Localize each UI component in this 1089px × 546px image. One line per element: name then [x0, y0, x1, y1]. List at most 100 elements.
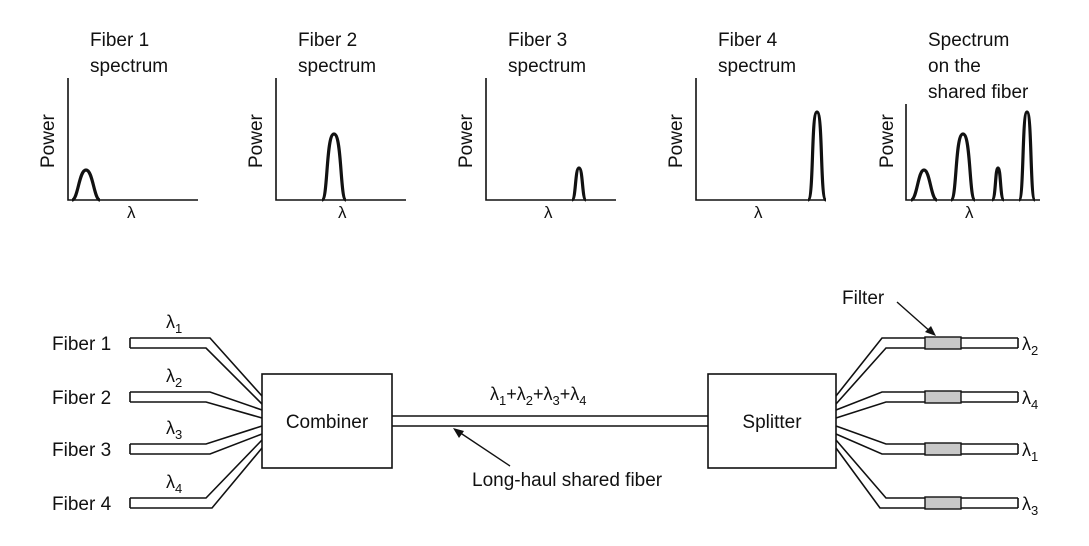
long-haul-label: Long-haul shared fiber [472, 470, 663, 491]
spectrum-axes [485, 78, 616, 201]
input-fiber-1: Fiber 1 λ1 [52, 312, 263, 405]
spectrum-panel-fiber-1: Fiber 1 spectrum Power λ [38, 30, 198, 222]
wavelength-filter [924, 390, 962, 404]
filter-label: Filter [842, 288, 885, 309]
spectrum-axes [905, 104, 1040, 201]
output-fiber-3: λ1 [835, 425, 1038, 464]
fiber-strand-upper [130, 391, 263, 411]
spectrum-peak [806, 110, 828, 202]
long-haul-pointer-arrowhead [453, 428, 464, 438]
input-fiber-3: Fiber 3 λ3 [52, 418, 263, 461]
fiber-strand-upper [130, 439, 263, 499]
fiber-strand-upper [835, 337, 1018, 397]
fiber-strand-lower [835, 433, 1018, 455]
fiber-strand-lower [130, 433, 263, 455]
output-fiber-2: λ4 [835, 388, 1038, 419]
spectrum-title-line1: Fiber 4 [718, 30, 778, 51]
spectrum-title-line2: spectrum [90, 56, 168, 77]
y-axis-label: Power [456, 113, 477, 168]
combiner-box [261, 373, 393, 469]
fiber-strand-upper [130, 337, 263, 397]
x-axis-label: λ [965, 203, 974, 222]
output-wavelength-label: λ1 [1022, 440, 1038, 464]
spectrum-axes [67, 78, 198, 201]
output-wavelength-label: λ3 [1022, 494, 1038, 518]
input-fiber-label: Fiber 3 [52, 440, 111, 461]
spectrum-title-line2: on the [928, 56, 981, 77]
input-fiber-4: Fiber 4 λ4 [52, 439, 263, 515]
fiber-strand-lower [130, 447, 263, 509]
spectrum-axes [695, 78, 826, 201]
lambda-symbol: λ [166, 418, 175, 438]
spectrum-peak [71, 168, 101, 202]
spectrum-peak [949, 132, 977, 202]
spectrum-title-line1: Fiber 2 [298, 30, 357, 51]
x-axis-label: λ [544, 203, 553, 222]
y-axis-label: Power [246, 113, 267, 168]
spectrum-axes [275, 78, 406, 201]
input-wavelength-label: λ2 [166, 366, 182, 390]
lambda-subscript: 4 [175, 481, 182, 496]
wavelength-filter [924, 442, 962, 456]
y-axis-label: Power [38, 113, 59, 168]
long-haul-pointer-line [455, 429, 511, 467]
lambda-subscript: 3 [175, 427, 182, 442]
input-wavelength-label: λ3 [166, 418, 182, 442]
input-fiber-label: Fiber 1 [52, 334, 111, 355]
lambda-symbol: λ [166, 472, 175, 492]
input-fiber-2: Fiber 2 λ2 [52, 366, 263, 419]
input-wavelength-label: λ4 [166, 472, 182, 496]
spectrum-peak [570, 166, 588, 202]
combiner-label: Combiner [286, 412, 369, 433]
spectrum-peak [910, 168, 938, 202]
fiber-strand-lower [130, 347, 263, 405]
spectrum-title-line1: Fiber 1 [90, 30, 149, 51]
lambda-subscript: 2 [175, 375, 182, 390]
wavelength-filter [924, 336, 962, 350]
fiber-strand-lower [835, 447, 1018, 509]
lambda-symbol: λ [166, 312, 175, 332]
long-haul-shared-fiber: λ1+λ2+λ3+λ4 Long-haul shared fiber [392, 384, 708, 491]
fiber-strand-lower [835, 401, 1018, 419]
spectrum-title-line3: shared fiber [928, 82, 1029, 103]
fiber-strand-upper [835, 425, 1018, 445]
output-fiber-4: λ3 [835, 439, 1038, 518]
spectrum-peak [990, 166, 1006, 202]
fiber-strand-lower [130, 401, 263, 419]
x-axis-label: λ [754, 203, 763, 222]
filter-pointer-line [896, 301, 933, 334]
spectrum-title-line2: spectrum [718, 56, 796, 77]
spectrum-title-line2: spectrum [508, 56, 586, 77]
spectrum-panel-fiber-2: Fiber 2 spectrum Power λ [246, 30, 406, 222]
input-fiber-label: Fiber 4 [52, 494, 112, 515]
output-fiber-1: λ2 [835, 334, 1038, 405]
fiber-strand-upper [130, 425, 263, 445]
x-axis-label: λ [127, 203, 136, 222]
shared-wavelengths-label: λ1+λ2+λ3+λ4 [490, 384, 586, 408]
output-wavelength-label: λ2 [1022, 334, 1038, 358]
filter-pointer-arrowhead [925, 326, 936, 336]
lambda-symbol: λ [166, 366, 175, 386]
spectrum-panel-fiber-3: Fiber 3 spectrum Power λ [456, 30, 616, 222]
lambda-subscript: 1 [175, 321, 182, 336]
output-wavelength-label: λ4 [1022, 388, 1038, 412]
input-wavelength-label: λ1 [166, 312, 182, 336]
splitter-box [707, 373, 837, 469]
x-axis-label: λ [338, 203, 347, 222]
spectrum-title-line1: Spectrum [928, 30, 1009, 51]
fiber-strand-lower [835, 347, 1018, 405]
splitter: Splitter [707, 373, 837, 469]
spectrum-title-line1: Fiber 3 [508, 30, 567, 51]
input-fiber-label: Fiber 2 [52, 388, 111, 409]
spectrum-title-line2: spectrum [298, 56, 376, 77]
y-axis-label: Power [877, 113, 898, 168]
splitter-label: Splitter [742, 412, 802, 433]
fiber-strand-upper [835, 391, 1018, 411]
spectrum-panel-shared-fiber: Spectrum on the shared fiber Power λ [877, 30, 1040, 222]
filter-callout: Filter [842, 288, 936, 336]
fiber-strand-upper [835, 439, 1018, 499]
combiner: Combiner [261, 373, 393, 469]
spectrum-peak [1017, 110, 1037, 202]
